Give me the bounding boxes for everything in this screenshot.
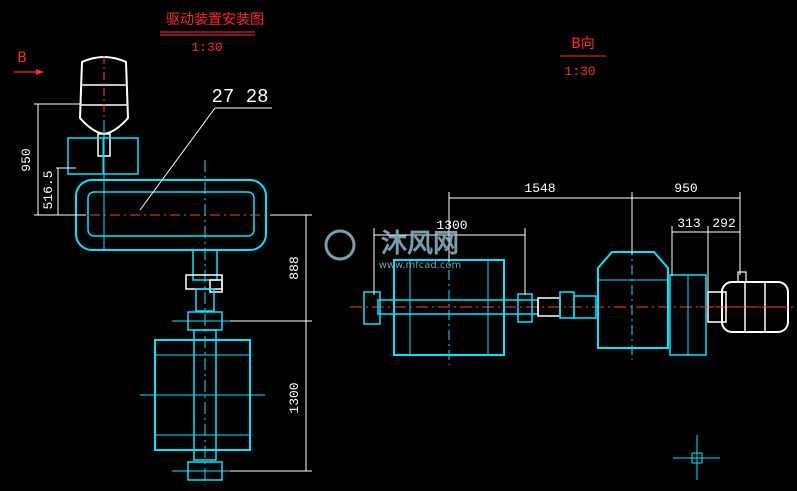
left-dimension-lines	[34, 103, 86, 216]
coupling-assembly	[185, 249, 223, 312]
dim-950-left: 950	[19, 148, 34, 171]
dim-292: 292	[712, 216, 735, 231]
b-dimension-lines	[373, 192, 741, 295]
b-motor	[700, 271, 795, 333]
dim-516-5: 516.5	[41, 170, 56, 209]
dim-1300-left: 1300	[287, 382, 302, 413]
view-title: B向	[571, 36, 595, 52]
dim-888: 888	[287, 256, 302, 279]
ucs-crosshair-icon	[673, 435, 720, 480]
part-refs-label: 27 28	[211, 86, 268, 108]
watermark: 沐风网 www.mfcad.com	[324, 229, 462, 271]
main-scale: 1:30	[191, 40, 222, 55]
dim-1300-top: 1300	[436, 218, 467, 233]
watermark-brand: 沐风网	[381, 229, 459, 259]
b-gear-reducer	[597, 251, 669, 349]
b-left-bearing	[363, 291, 381, 325]
dim-950-right: 950	[674, 181, 697, 196]
main-title: 驱动装置安装图	[166, 12, 264, 28]
watermark-logo-icon	[324, 229, 356, 261]
view-marker-arrowhead	[36, 69, 44, 75]
gearbox-inner	[87, 191, 255, 237]
view-scale: 1:30	[564, 64, 595, 79]
dim-1548: 1548	[524, 181, 555, 196]
dim-313: 313	[677, 216, 700, 231]
view-marker-label: B	[17, 50, 27, 66]
right-vertical-dimension-lines	[230, 214, 312, 472]
part-leader	[139, 107, 216, 211]
watermark-url: www.mfcad.com	[379, 260, 462, 271]
